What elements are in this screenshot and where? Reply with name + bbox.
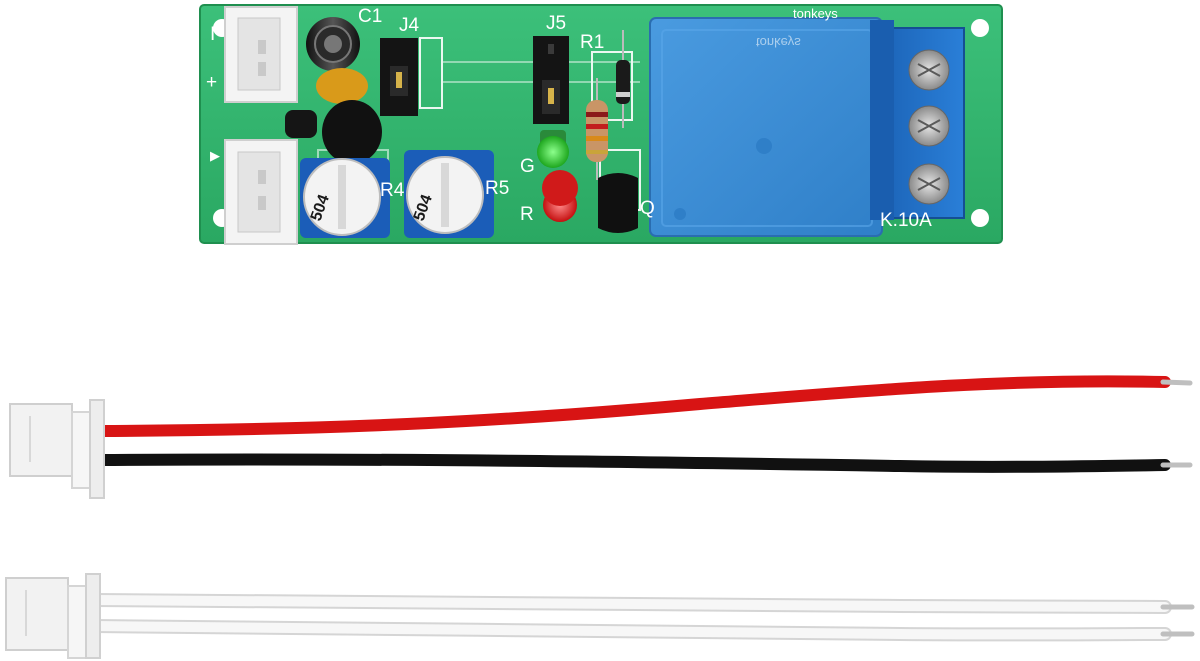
label-q: Q xyxy=(640,198,655,219)
brand-label: tonkeys xyxy=(793,6,838,21)
label-c1: C1 xyxy=(358,6,382,27)
wire-black xyxy=(94,453,1171,473)
transistor-q xyxy=(598,173,638,233)
jst-plug xyxy=(9,399,105,499)
label-r1: R1 xyxy=(580,32,604,53)
transistor xyxy=(322,100,382,164)
label-minus: I xyxy=(210,24,215,45)
tantalum-capacitor xyxy=(316,68,368,104)
wire-red xyxy=(94,375,1171,437)
jumper-j5 xyxy=(533,36,569,124)
jst-connector-top xyxy=(224,6,298,103)
led-red xyxy=(542,170,578,222)
label-arrow: ▶ xyxy=(210,148,220,163)
relay: tonkeys xyxy=(649,17,883,237)
capacitor-c1 xyxy=(306,17,360,71)
screw-terminal xyxy=(870,20,965,220)
label-j4: J4 xyxy=(399,15,420,36)
relay-mirror-text: tonkeys xyxy=(756,35,801,50)
label-r: R xyxy=(520,204,534,225)
cable-white xyxy=(5,573,1195,659)
label-relay-rating: K.10A xyxy=(880,210,932,231)
potentiometer-r4: 504 xyxy=(300,158,390,238)
resistor-r1 xyxy=(586,78,608,180)
label-plus: + xyxy=(206,72,217,93)
diode xyxy=(616,30,630,128)
relay-board: 504 504 tonkeys xyxy=(199,4,1003,245)
mount-hole xyxy=(971,209,989,227)
jumper-j4 xyxy=(380,38,418,116)
led-green xyxy=(537,130,569,168)
potentiometer-r5: 504 xyxy=(404,150,494,238)
mount-hole xyxy=(971,19,989,37)
wire-tip xyxy=(1160,379,1193,386)
label-g: G xyxy=(520,156,535,177)
label-r5: R5 xyxy=(485,178,509,199)
transistor-small xyxy=(285,110,317,138)
jst-plug xyxy=(5,573,101,659)
label-j5: J5 xyxy=(546,13,566,34)
cable-red-black xyxy=(9,375,1193,499)
label-r4: R4 xyxy=(380,180,405,201)
jst-connector-bottom xyxy=(224,139,298,245)
